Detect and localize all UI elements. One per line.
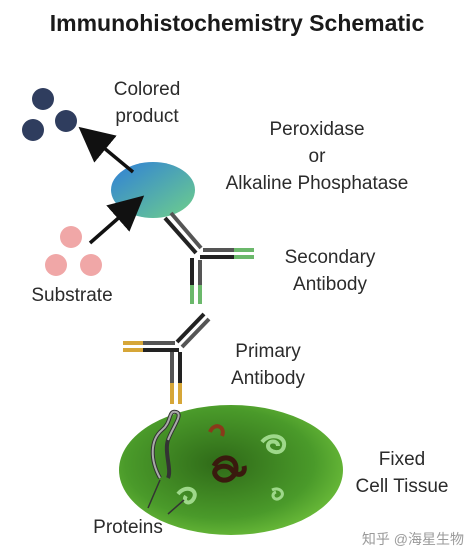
protein-brown [208, 424, 225, 437]
secondary-antibody-label-line: Secondary [284, 247, 376, 268]
secondary-antibody-label-line: Antibody [293, 274, 367, 295]
product-dot [55, 110, 77, 132]
proteins-label: Proteins [93, 517, 163, 538]
proteins-pointer [167, 499, 185, 515]
fixed-cell-tissue-label-line: Fixed [378, 449, 426, 470]
diagram-title: Immunohistochemistry Schematic [49, 10, 425, 36]
primary-antibody-label-line: Primary [235, 341, 301, 362]
protein-light-left [176, 486, 197, 505]
protein-light-right [260, 434, 287, 454]
primary-antibody [123, 312, 211, 404]
fixed-cell-tissue [119, 405, 343, 535]
substrate-dot [45, 254, 67, 276]
arrow-from-substrate [88, 195, 145, 245]
substrate-dot [60, 226, 82, 248]
secondary-antibody [163, 211, 254, 304]
primary-antibody-label: Primary Antibody [215, 338, 321, 392]
protein-dark-center [211, 455, 247, 483]
product-dot [22, 119, 44, 141]
enzyme-label-line: or [308, 146, 326, 167]
colored-product-label-line: Colored [113, 79, 181, 100]
enzyme-ellipse [111, 162, 195, 218]
substrate-dots [45, 226, 102, 276]
proteins-pointer [147, 479, 161, 509]
secondary-antibody-label: Secondary Antibody [265, 244, 395, 298]
enzyme-label: Peroxidase or Alkaline Phosphatase [206, 116, 428, 197]
product-dot [32, 88, 54, 110]
primary-antibody-label-line: Antibody [231, 368, 305, 389]
fixed-cell-tissue-label-line: Cell Tissue [355, 476, 449, 497]
arrow-to-product [78, 126, 135, 174]
enzyme-label-line: Peroxidase [269, 119, 365, 140]
colored-product-label: Colored product [92, 76, 202, 130]
watermark: 知乎 @海星生物 [361, 531, 464, 547]
substrate-dot [80, 254, 102, 276]
fixed-cell-tissue-label: Fixed Cell Tissue [342, 446, 462, 500]
protein-small-right [271, 487, 284, 501]
substrate-label: Substrate [31, 285, 113, 306]
colored-product-label-line: product [115, 106, 179, 127]
enzyme-label-line: Alkaline Phosphatase [225, 173, 409, 194]
colored-product-dots [22, 88, 77, 141]
